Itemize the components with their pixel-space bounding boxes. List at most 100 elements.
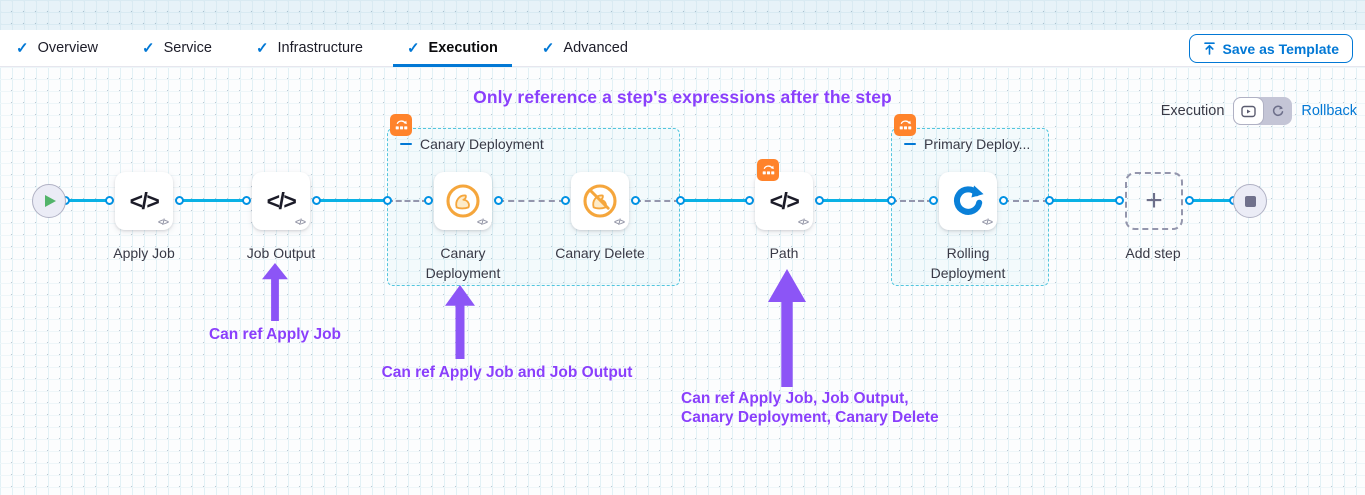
tab-overview[interactable]: ✓ Overview xyxy=(2,30,112,66)
rolling-deployment-icon xyxy=(949,182,987,220)
annotation-note: Can ref Apply Job and Job Output xyxy=(381,364,633,381)
annotation-note: Can ref Apply Job, Job Output, Canary De… xyxy=(681,389,971,427)
plus-icon: + xyxy=(1145,184,1163,217)
code-icon: </> xyxy=(266,187,297,214)
flow-line-solid xyxy=(316,199,387,202)
step-label: Canary Deployment xyxy=(425,245,501,281)
check-icon: ✓ xyxy=(541,40,555,57)
connector-dot[interactable] xyxy=(630,196,640,205)
pipeline-start-node[interactable] xyxy=(32,184,66,218)
code-icon: </> xyxy=(129,187,160,214)
flow-line-solid xyxy=(1189,199,1237,202)
group-title: Canary Deployment xyxy=(420,136,544,152)
connector-dot[interactable] xyxy=(998,196,1008,205)
flow-line-dashed xyxy=(891,200,933,202)
check-icon: ✓ xyxy=(255,40,269,57)
tab-label: Service xyxy=(163,40,212,56)
connector-dot[interactable] xyxy=(311,196,321,205)
step-label: Path xyxy=(769,245,799,261)
code-mini-icon: </> xyxy=(476,217,488,227)
code-mini-icon: </> xyxy=(157,217,169,227)
tab-label: Infrastructure xyxy=(277,40,363,56)
step-apply-job[interactable]: </> </> xyxy=(115,172,173,230)
code-mini-icon: </> xyxy=(294,217,306,227)
connector-dot[interactable] xyxy=(1114,196,1124,205)
save-as-template-button[interactable]: Save as Template xyxy=(1188,34,1353,63)
execution-mode-control: Execution Rollback xyxy=(1161,97,1357,125)
connector-dot[interactable] xyxy=(814,196,824,205)
step-label: Canary Delete xyxy=(555,245,645,261)
rollback-link[interactable]: Rollback xyxy=(1301,103,1357,119)
flow-line-dashed xyxy=(498,200,565,202)
tab-label: Overview xyxy=(37,40,99,56)
group-header: Canary Deployment xyxy=(400,136,544,152)
annotation-title: Only reference a step's expressions afte… xyxy=(473,87,892,107)
code-mini-icon: </> xyxy=(981,217,993,227)
connector-dot[interactable] xyxy=(886,196,896,205)
flow-line-dashed xyxy=(387,200,428,202)
connector-dot[interactable] xyxy=(744,196,754,205)
step-label: Job Output xyxy=(246,245,316,261)
connector-dot[interactable] xyxy=(560,196,570,205)
stage-tabbar: ✓ Overview ✓ Service ✓ Infrastructure ✓ … xyxy=(0,30,1365,67)
execution-rollback-toggle[interactable] xyxy=(1233,97,1293,125)
rolling-strategy-badge-icon xyxy=(757,159,779,181)
tab-label: Execution xyxy=(428,40,498,56)
check-icon: ✓ xyxy=(142,40,155,57)
tab-advanced[interactable]: ✓ Advanced xyxy=(528,30,642,66)
annotation-arrow-up xyxy=(768,269,806,387)
group-header: Primary Deploy... xyxy=(904,136,1030,152)
annotation-note-line: Can ref Apply Job, Job Output, xyxy=(681,390,909,407)
step-rolling-deployment[interactable]: </> xyxy=(939,172,997,230)
connector-dot[interactable] xyxy=(174,196,184,205)
code-mini-icon: </> xyxy=(613,217,625,227)
add-step-button[interactable]: + xyxy=(1125,172,1183,230)
flow-line-dashed xyxy=(635,200,680,202)
tab-service[interactable]: ✓ Service xyxy=(128,30,226,66)
tab-infrastructure[interactable]: ✓ Infrastructure xyxy=(242,30,377,66)
flow-line-dashed xyxy=(1003,200,1049,202)
step-label: Apply Job xyxy=(113,245,175,261)
code-icon: </> xyxy=(769,187,800,214)
connector-dot[interactable] xyxy=(1184,196,1194,205)
step-canary-delete[interactable]: </> xyxy=(571,172,629,230)
pipeline-canvas[interactable]: Only reference a step's expressions afte… xyxy=(0,67,1365,495)
step-label: Add step xyxy=(1125,245,1181,261)
rollback-toggle-button[interactable] xyxy=(1264,97,1293,125)
collapse-icon[interactable] xyxy=(904,142,916,146)
tab-execution[interactable]: ✓ Execution xyxy=(392,30,512,67)
flow-line-solid xyxy=(819,199,891,202)
collapse-icon[interactable] xyxy=(400,142,412,146)
rolling-strategy-badge-icon xyxy=(894,114,916,136)
connector-dot[interactable] xyxy=(423,196,433,205)
canary-delete-icon xyxy=(580,181,620,221)
annotation-note: Can ref Apply Job xyxy=(208,326,342,343)
connector-dot[interactable] xyxy=(241,196,251,205)
step-path[interactable]: </> </> xyxy=(755,172,813,230)
flow-line-solid xyxy=(65,199,109,202)
connector-dot[interactable] xyxy=(382,196,392,205)
upload-icon xyxy=(1203,42,1216,55)
step-label: Rolling Deployment xyxy=(930,245,1006,281)
connector-dot[interactable] xyxy=(493,196,503,205)
stop-icon xyxy=(1244,195,1256,207)
flow-line-solid xyxy=(680,199,749,202)
pipeline-end-node[interactable] xyxy=(1233,184,1267,218)
execution-toggle-button[interactable] xyxy=(1233,97,1264,125)
connector-dot[interactable] xyxy=(104,196,114,205)
step-canary-deployment[interactable]: </> xyxy=(434,172,492,230)
canary-icon xyxy=(443,181,483,221)
check-icon: ✓ xyxy=(406,40,420,57)
play-icon xyxy=(45,195,56,207)
annotation-arrow-up xyxy=(445,285,475,359)
code-mini-icon: </> xyxy=(797,217,809,227)
stage-tabs: ✓ Overview ✓ Service ✓ Infrastructure ✓ … xyxy=(0,30,642,67)
annotation-arrow-up xyxy=(262,263,288,321)
step-job-output[interactable]: </> </> xyxy=(252,172,310,230)
connector-dot[interactable] xyxy=(928,196,938,205)
connector-dot[interactable] xyxy=(675,196,685,205)
rollback-circle-arrow-icon xyxy=(1271,104,1285,118)
flow-line-solid xyxy=(179,199,246,202)
connector-dot[interactable] xyxy=(1044,196,1054,205)
